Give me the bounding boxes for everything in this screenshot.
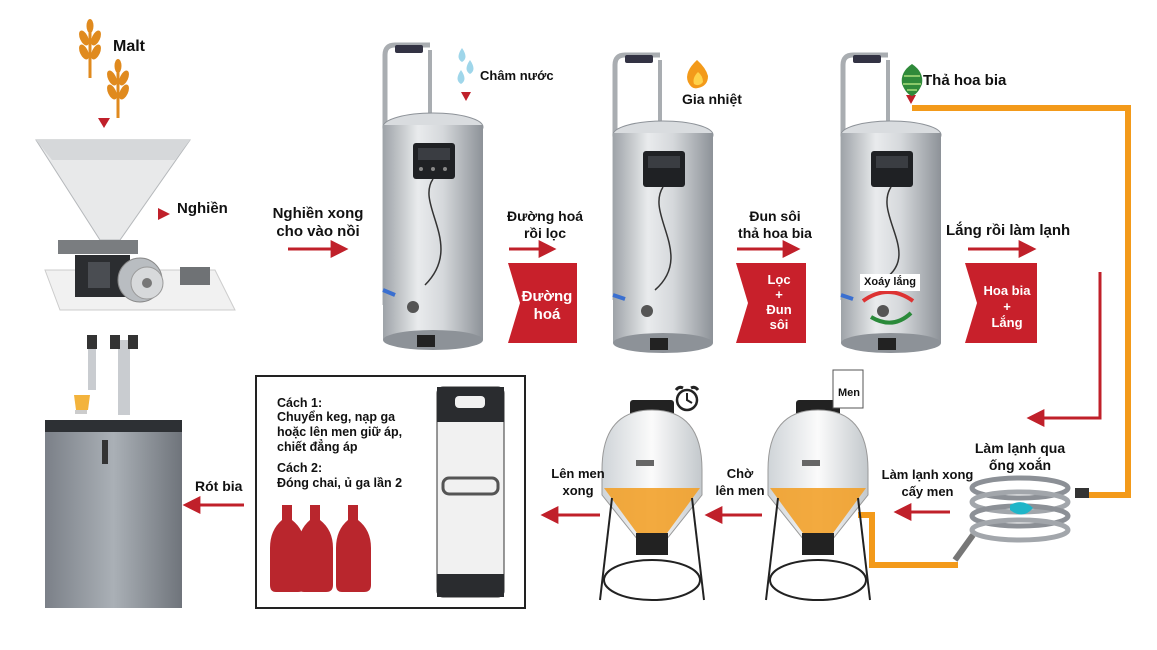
box-cach2-title: Cách 2: (277, 461, 323, 475)
fermenter-done (599, 400, 705, 601)
label-gia-nhiet: Gia nhiệt (682, 91, 742, 107)
tag3-text: Hoa bia + Lắng (983, 283, 1031, 330)
label-lam-lanh-xong: Làm lạnh xong cấy men (881, 467, 974, 499)
label-malt: Malt (113, 38, 145, 55)
fermenter-yeast (765, 400, 871, 601)
alarm-clock-icon (674, 385, 700, 412)
label-duong-hoa-roi-loc: Đường hoá rồi lọc (506, 208, 584, 241)
tag-duong-hoa (508, 263, 577, 343)
label-lam-lanh-ong-xoan: Làm lạnh qua ống xoắn (974, 440, 1066, 473)
label-rot-bia: Rót bia (195, 478, 243, 494)
hop-icon (901, 64, 923, 96)
flow-arrows (182, 240, 1102, 524)
tag-loc-dun-soi (736, 263, 806, 343)
beer-bottles (270, 505, 371, 592)
label-lang-roi-lam-lanh: Lắng rồi làm lạnh (946, 222, 1071, 239)
yeast-packet-icon (832, 369, 864, 409)
label-men: Men (838, 387, 860, 399)
box-cach1-title: Cách 1: (277, 396, 323, 410)
tag2-text: Lọc + Đun sôi (766, 272, 792, 332)
tag-hoa-bia-lang (965, 263, 1037, 343)
label-tha-hoa-bia: Thả hoa bia (923, 72, 1007, 89)
label-cho-len-men: Chờ lên men (715, 466, 765, 498)
label-cham-nuoc: Châm nước (480, 68, 554, 83)
label-nghien: Nghiền (177, 200, 228, 217)
label-nghien-xong: Nghiền xong cho vào nồi (272, 205, 364, 240)
tag1-text: Đường hoá (521, 288, 573, 323)
wheat-icon (79, 19, 129, 118)
box-cach1-body: Chuyển keg, nạp ga hoặc lên men giữ áp, … (277, 410, 403, 454)
label-xoay-lang: Xoáy lắng (860, 274, 920, 291)
grain-mill (35, 139, 236, 311)
kettle-boil (612, 52, 714, 353)
box-cach2-body: Đóng chai, ủ ga lần 2 (277, 476, 403, 490)
keg (436, 386, 505, 598)
wort-pipe (912, 105, 1131, 498)
water-drops-icon (457, 48, 474, 84)
kegerator (45, 335, 182, 608)
kettle-mash (382, 42, 484, 350)
immersion-chiller (952, 475, 1089, 562)
kettle-whirlpool (840, 52, 942, 353)
label-dun-soi: Đun sôi thả hoa bia (738, 208, 812, 241)
label-len-men-xong: Lên men xong (551, 466, 605, 498)
flame-icon (687, 60, 708, 89)
